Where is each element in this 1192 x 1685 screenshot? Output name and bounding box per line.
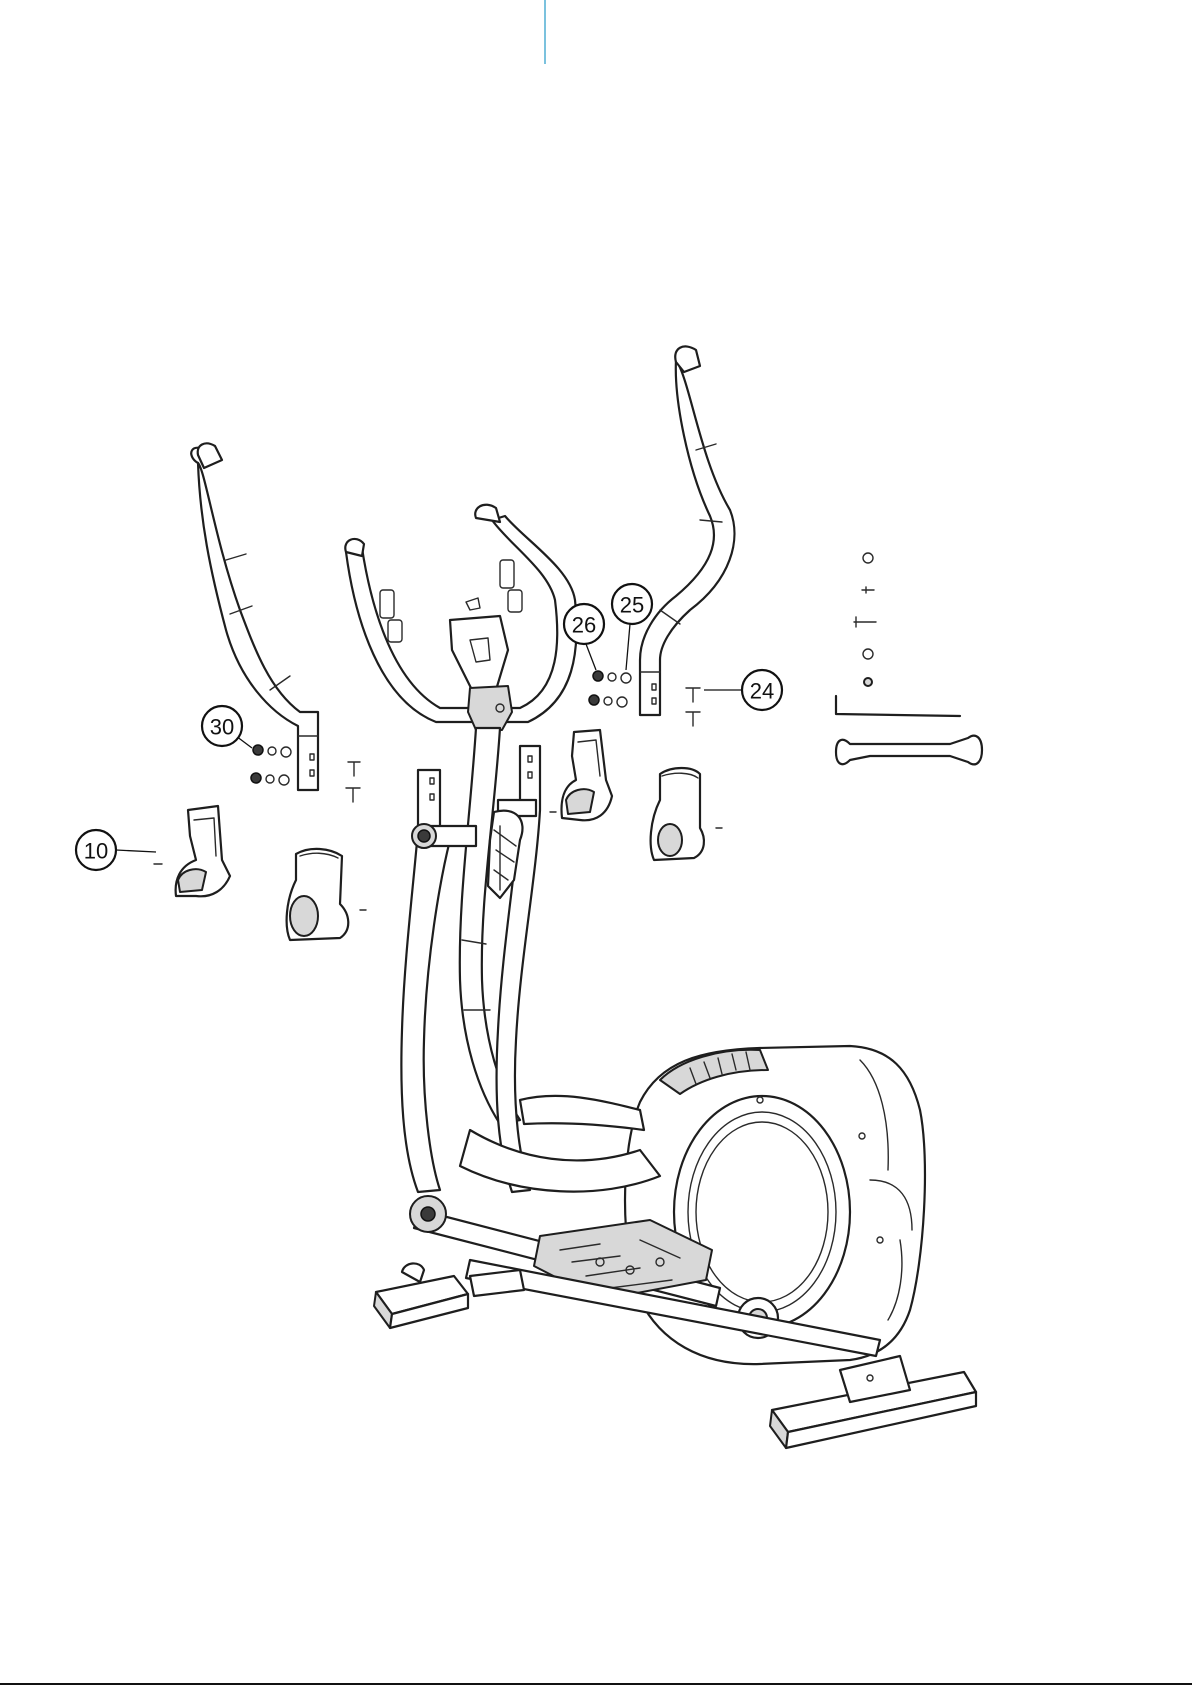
right-front-shroud	[651, 768, 704, 860]
center-handlebar	[345, 505, 576, 730]
lock-nut-icon	[864, 678, 872, 686]
callout-24: 24	[704, 670, 782, 710]
callout-24-label: 24	[750, 679, 774, 704]
right-rear-shroud	[562, 730, 612, 820]
front-stabilizer	[374, 1263, 468, 1328]
callout-10-label: 10	[84, 839, 108, 864]
callout-30: 30	[202, 706, 252, 748]
left-rear-shroud	[176, 806, 230, 896]
right-upper-handlebar	[640, 346, 734, 715]
wrench-icon	[836, 736, 982, 765]
hardware-tools-legend	[836, 553, 982, 764]
short-bolt-icon	[862, 587, 874, 593]
nut-icon	[863, 553, 873, 563]
callout-26-label: 26	[572, 613, 596, 638]
callout-25-label: 25	[620, 593, 644, 618]
rear-stabilizer	[770, 1356, 976, 1448]
long-bolt-icon	[854, 617, 876, 627]
left-front-shroud	[287, 849, 349, 940]
callout-10: 10	[76, 830, 156, 870]
allen-key-icon	[836, 696, 960, 716]
washer-icon	[863, 649, 873, 659]
callout-30-label: 30	[210, 715, 234, 740]
